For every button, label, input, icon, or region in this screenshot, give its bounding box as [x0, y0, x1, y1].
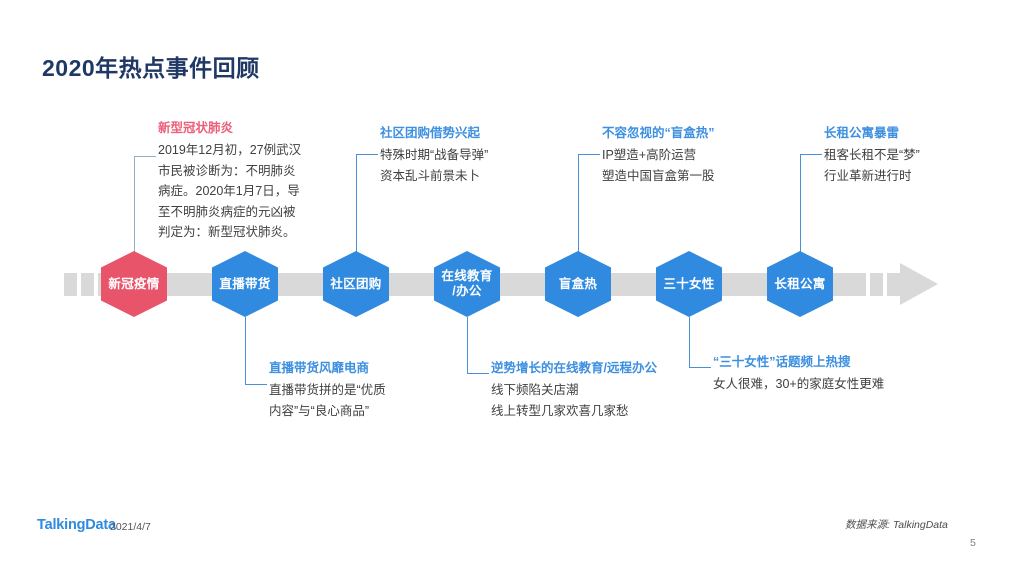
node-label: 在线教育 /办公 — [441, 269, 493, 298]
callout-line: 行业革新进行时 — [824, 168, 912, 183]
callout-line: IP塑造+高阶运营 — [602, 148, 697, 162]
callout-line: 特殊时期“战备导弹” — [380, 148, 489, 162]
node-label: 新冠疫情 — [108, 276, 160, 291]
timeline-node-changzugongyu[interactable]: 长租公寓 — [767, 251, 833, 317]
callout-title: “三十女性”话题频上热搜 — [713, 355, 851, 369]
callout-line: 女人很难，30+的家庭女性更难 — [713, 377, 885, 391]
talkingdata-logo: TalkingData — [37, 517, 116, 533]
callout-bottom-2: 逆势增长的在线教育/远程办公 线下频陷关店潮 线上转型几家欢喜几家愁 — [491, 358, 657, 421]
timeline-node-mangheree[interactable]: 盲盒热 — [545, 251, 611, 317]
callout-title: 直播带货风靡电商 — [269, 361, 370, 375]
footer-date: 2021/4/7 — [110, 521, 151, 533]
callout-top-3: 不容忽视的“盲盒热” IP塑造+高阶运营 塑造中国盲盒第一股 — [602, 123, 715, 186]
callout-title: 社区团购借势兴起 — [380, 126, 481, 140]
callout-top-4: 长租公寓暴雷 租客长租不是“梦” 行业革新进行时 — [824, 123, 920, 186]
node-label: 社区团购 — [330, 276, 382, 291]
page-number: 5 — [970, 537, 976, 549]
node-label: 三十女性 — [663, 276, 715, 291]
timeline-node-zaixianjiaoyu[interactable]: 在线教育 /办公 — [434, 251, 500, 317]
callout-line: 至不明肺炎病症的元凶被 — [158, 204, 296, 219]
timeline-node-xinguanyiqing[interactable]: 新冠疫情 — [101, 251, 167, 317]
callout-bottom-3: “三十女性”话题频上热搜 女人很难，30+的家庭女性更难 — [713, 352, 884, 395]
callout-line: 资本乱斗前景未卜 — [380, 168, 481, 183]
bar-dash-segment — [870, 273, 883, 296]
node-label: 盲盒热 — [558, 276, 598, 291]
callout-line: 线下频陷关店潮 — [491, 383, 579, 397]
bar-dash-segment — [853, 273, 866, 296]
timeline-arrow-head — [900, 263, 938, 305]
callout-line: 2019年12月初，27例武汉 — [158, 143, 302, 157]
node-label: 直播带货 — [219, 276, 271, 291]
callout-line: 线上转型几家欢喜几家愁 — [491, 403, 629, 418]
page-title: 2020年热点事件回顾 — [42, 55, 260, 81]
callout-title: 不容忽视的“盲盒热” — [602, 126, 715, 140]
timeline-node-zhibodaihuo[interactable]: 直播带货 — [212, 251, 278, 317]
callout-title: 逆势增长的在线教育/远程办公 — [491, 361, 657, 375]
callout-line: 病症。2020年1月7日，导 — [158, 184, 300, 198]
callout-top-1: 新型冠状肺炎 2019年12月初，27例武汉 市民被诊断为：不明肺炎 病症。20… — [158, 118, 301, 243]
bar-dash-segment — [64, 273, 77, 296]
callout-line: 租客长租不是“梦” — [824, 148, 920, 162]
bar-dash-segment — [887, 273, 900, 296]
callout-line: 内容”与“良心商品” — [269, 403, 369, 418]
bar-dash-segment — [81, 273, 94, 296]
callout-title: 长租公寓暴雷 — [824, 126, 900, 140]
callout-line: 市民被诊断为：不明肺炎 — [158, 163, 296, 178]
callout-bottom-1: 直播带货风靡电商 直播带货拼的是“优质 内容”与“良心商品” — [269, 358, 386, 421]
timeline-node-sanshinvxing[interactable]: 三十女性 — [656, 251, 722, 317]
callout-line: 塑造中国盲盒第一股 — [602, 168, 715, 183]
node-label: 长租公寓 — [774, 276, 826, 291]
timeline-node-shequtuangou[interactable]: 社区团购 — [323, 251, 389, 317]
source-note: 数据来源: TalkingData — [845, 519, 948, 531]
callout-line: 直播带货拼的是“优质 — [269, 383, 386, 397]
callout-top-2: 社区团购借势兴起 特殊时期“战备导弹” 资本乱斗前景未卜 — [380, 123, 488, 186]
callout-title: 新型冠状肺炎 — [158, 121, 234, 135]
callout-line: 判定为：新型冠状肺炎。 — [158, 225, 296, 239]
